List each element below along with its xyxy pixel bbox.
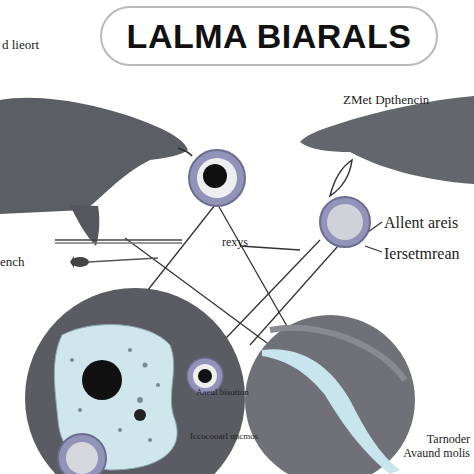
rod-line [55, 239, 182, 241]
detail-circle [66, 442, 98, 474]
part-label: Allent areis [384, 214, 474, 232]
cell-dots [70, 348, 160, 448]
part-label: ZMet Dpthencin [343, 93, 473, 108]
detail-circle [327, 204, 363, 240]
detail-circle [193, 364, 217, 388]
eye-symbol [203, 164, 227, 188]
part-label: ench [0, 255, 60, 270]
leader-line [178, 148, 192, 156]
detail-circle [189, 150, 245, 206]
eye-symbol [198, 369, 212, 383]
part-label: Iersetmrean [384, 245, 474, 263]
title-box: LALMA BIARALS [100, 6, 438, 66]
fish-symbol [71, 257, 89, 267]
leader-line [88, 258, 158, 262]
section-circle [245, 315, 415, 474]
texture-band [270, 328, 405, 380]
part-label: Tarnoder Avaund molis [388, 433, 470, 461]
part-label: d lieort [2, 38, 92, 53]
part-label: Iccocooarl uncmos [190, 431, 290, 441]
diagram-title: LALMA BIARALS [127, 17, 412, 56]
whale-body [300, 96, 474, 184]
rod-line [55, 242, 182, 244]
cavity-symbol [82, 360, 122, 400]
whale-body [0, 98, 188, 214]
section-circle [25, 288, 245, 474]
membrane-streak [262, 349, 400, 474]
part-label: Aaeul bisotton [196, 387, 286, 397]
cell-dot [134, 409, 146, 421]
leader-line [330, 160, 352, 196]
detail-circle [197, 158, 237, 198]
fish-tail [70, 256, 74, 268]
detail-circle [58, 434, 106, 474]
detail-circle [320, 197, 370, 247]
part-label: rexys [222, 236, 282, 250]
